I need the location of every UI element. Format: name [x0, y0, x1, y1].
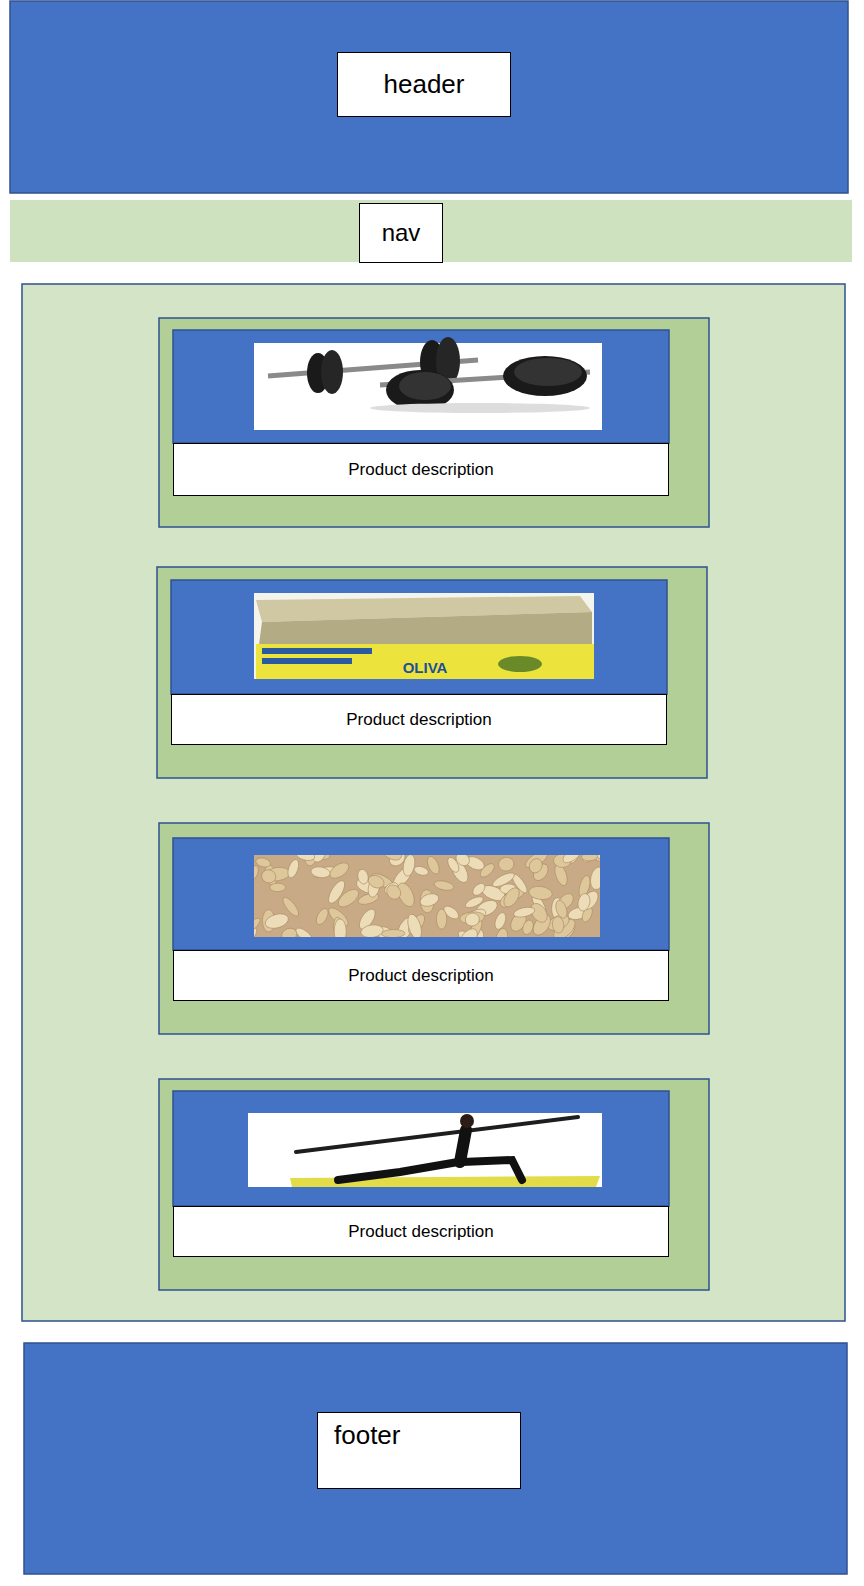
- product-card: [159, 318, 709, 527]
- box-label: nav: [382, 219, 421, 247]
- image-panel: [173, 1091, 669, 1206]
- footer-band: [24, 1343, 847, 1574]
- header-label-box: header: [337, 52, 511, 117]
- main-area: [22, 284, 845, 1321]
- product-card: [157, 567, 707, 778]
- product-description-box: Product description: [171, 694, 667, 745]
- image-panel: [173, 838, 669, 950]
- product-description-box: Product description: [173, 950, 669, 1001]
- product-description-box: Product description: [173, 443, 669, 496]
- box-label: Product description: [348, 460, 494, 480]
- dumbbell-image: [254, 337, 602, 430]
- yoga-image: [248, 1113, 602, 1187]
- oats-image: [239, 840, 614, 954]
- image-panel: [173, 330, 669, 443]
- footer-label-box: footer: [317, 1412, 521, 1489]
- header-band: [10, 1, 848, 193]
- box-label: footer: [334, 1421, 401, 1451]
- box-label: header: [384, 70, 465, 100]
- nav-band: [10, 200, 852, 262]
- soap-image: [254, 593, 594, 679]
- product-card: [159, 1079, 709, 1290]
- image-panel: [171, 580, 667, 694]
- box-label: Product description: [348, 966, 494, 986]
- product-card: [159, 823, 709, 1034]
- box-label: Product description: [348, 1222, 494, 1242]
- product-description-box: Product description: [173, 1206, 669, 1257]
- nav-label-box: nav: [359, 203, 443, 263]
- package-print: OLIVA: [403, 659, 448, 676]
- box-label: Product description: [346, 710, 492, 730]
